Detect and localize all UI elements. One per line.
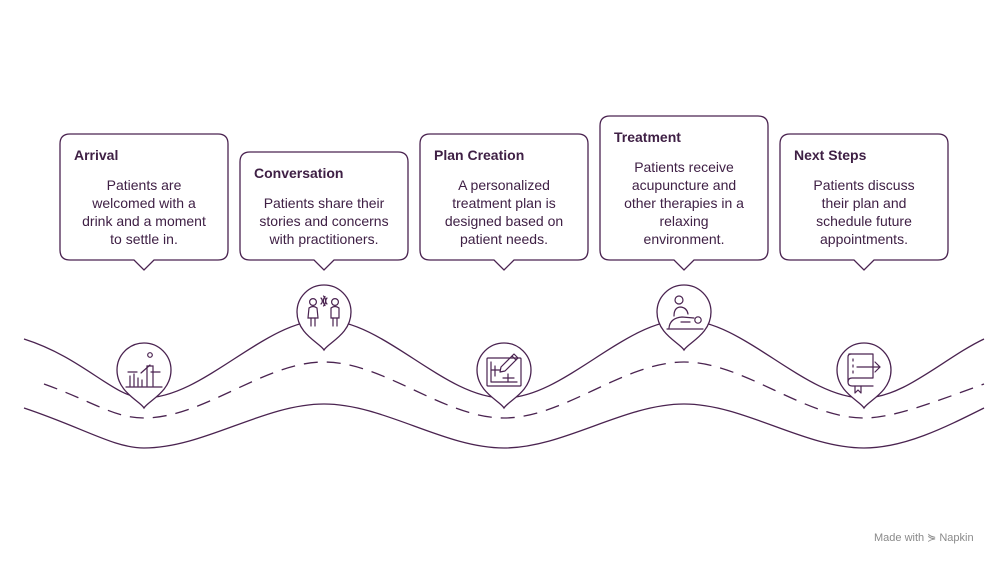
map-pin-arrival [116,342,172,410]
two-people-talking-icon [307,295,340,327]
made-with-label: Made with [874,531,925,544]
stage-description-next-steps: Patients discuss their plan and schedule… [813,177,915,247]
callout-box-arrival [59,133,229,271]
plan-document-pencil-icon [486,353,522,387]
stage-title-arrival: Arrival [74,147,119,163]
callout-box-next-steps [779,133,949,271]
stage-title-next-steps: Next Steps [794,147,867,163]
stage-description-treatment: Patients receive acupuncture and other t… [624,159,744,247]
stage-title-conversation: Conversation [254,165,344,181]
callout-box-plan-creation [419,133,589,271]
road-center-dashed-line [43,361,985,419]
map-pin-next-steps [836,342,892,410]
made-with-napkin-credit[interactable]: Made with ⋟ Napkin [874,531,974,545]
map-pin-conversation [296,284,352,352]
map-pin-plan-creation [476,342,532,410]
stage-description-arrival: Patients are welcomed with a drink and a… [82,177,206,247]
growth-chart-icon [125,352,163,388]
book-arrow-icon [847,353,881,394]
stage-description-plan-creation: A personalized treatment plan is designe… [444,177,564,247]
patient-lying-treatment-icon [666,295,704,330]
napkin-brand-label: Napkin [939,531,974,544]
stage-title-plan-creation: Plan Creation [434,147,525,163]
road-bottom-edge [23,403,985,449]
napkin-logo-icon: ⋟ [927,532,937,544]
callout-box-treatment [599,115,769,271]
callout-box-conversation [239,151,409,271]
stage-description-conversation: Patients share their stories and concern… [259,195,389,247]
stage-title-treatment: Treatment [614,129,681,145]
